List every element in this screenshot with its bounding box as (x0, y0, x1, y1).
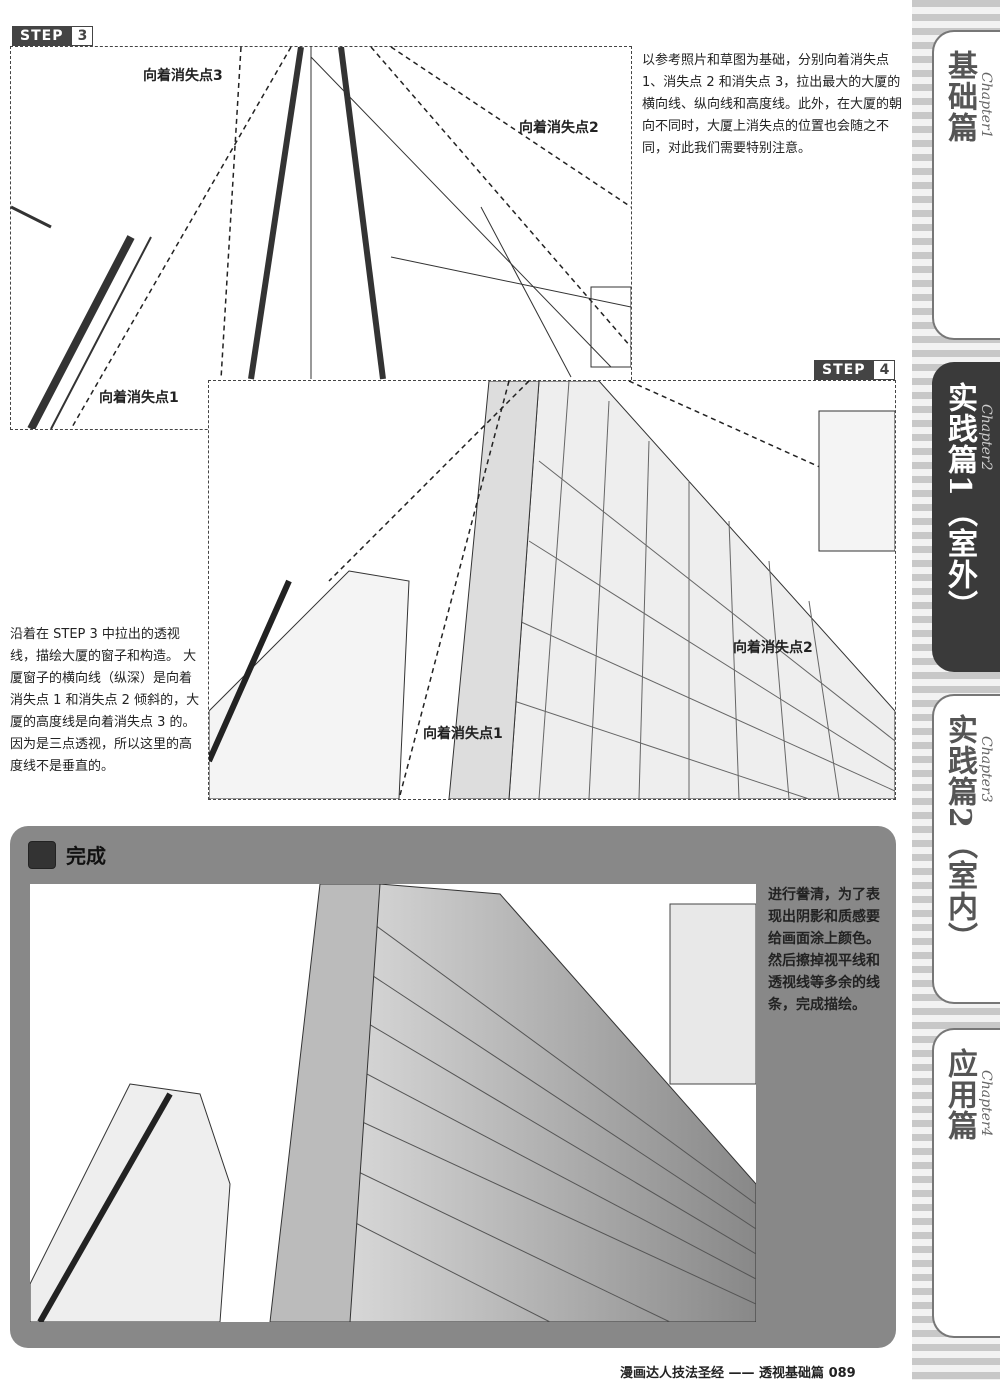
arrow-label-vp1: 向着消失点1 (99, 390, 179, 406)
step3-panel: 向着消失点3 向着消失点2 向着消失点1 (10, 46, 632, 430)
tab-title: 基础篇 (942, 50, 977, 143)
tab-title: 实践篇2（室内） (942, 714, 977, 953)
tab-title: 实践篇1（室外） (942, 382, 977, 621)
step-word: STEP (12, 26, 72, 46)
arrow-label-vp1: 向着消失点1 (423, 726, 503, 742)
tab-chapter: Chapter1 (978, 72, 994, 139)
step4-description: 沿着在 STEP 3 中拉出的透视线，描绘大厦的窗子和构造。 大厦窗子的横向线（… (10, 627, 200, 774)
step3-badge: STEP 3 (12, 26, 94, 46)
step4-panel: 向着消失点2 向着消失点1 (208, 380, 896, 800)
step-word: STEP (814, 360, 874, 380)
step4-badge: STEP 4 (814, 360, 896, 380)
tab-chapter1[interactable]: 基础篇 Chapter1 (932, 30, 1000, 340)
tab-chapter: Chapter2 (978, 404, 994, 471)
tab-title: 应用篇 (942, 1048, 977, 1141)
final-title: 完成 (66, 844, 106, 868)
page-footer: 漫画达人技法圣经 —— 透视基础篇 089 (620, 1366, 856, 1381)
step-number: 3 (71, 26, 94, 46)
arrow-label-vp3: 向着消失点3 (143, 68, 223, 84)
step3-sketch (11, 47, 631, 429)
tab-chapter: Chapter4 (978, 1070, 994, 1137)
cube-icon (28, 840, 56, 869)
tab-chapter3[interactable]: 实践篇2（室内） Chapter3 (932, 694, 1000, 1004)
arrow-label-vp2: 向着消失点2 (733, 640, 813, 656)
final-header: 完成 (28, 840, 106, 869)
final-illustration (30, 884, 756, 1322)
tab-chapter4[interactable]: 应用篇 Chapter4 (932, 1028, 1000, 1338)
step-number: 4 (873, 360, 896, 380)
final-description: 进行誊清，为了表现出阴影和质感要给画面涂上颜色。然后擦掉视平线和透视线等多余的线… (768, 887, 880, 1013)
arrow-label-vp2: 向着消失点2 (519, 120, 599, 136)
step3-description: 以参考照片和草图为基础，分别向着消失点 1、消失点 2 和消失点 3，拉出最大的… (642, 53, 903, 156)
step4-drawing (209, 381, 895, 799)
tab-chapter: Chapter3 (978, 736, 994, 803)
tab-chapter2[interactable]: 实践篇1（室外） Chapter2 (932, 362, 1000, 672)
